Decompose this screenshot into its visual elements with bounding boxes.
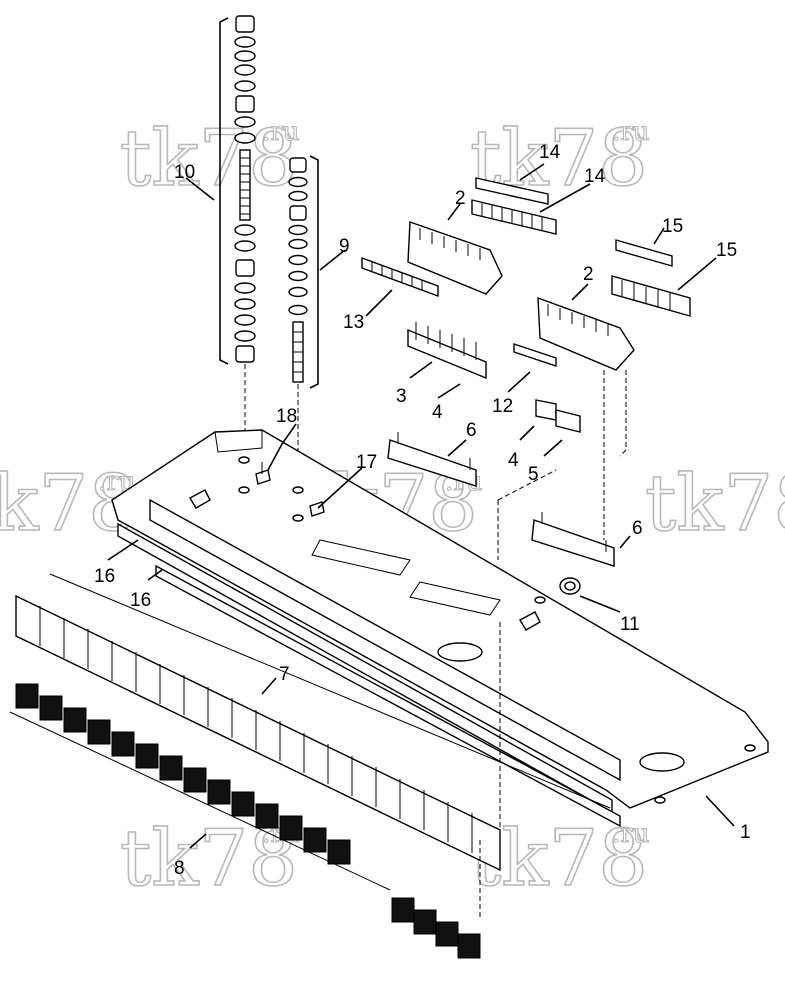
callout-2: 2 bbox=[583, 264, 594, 285]
clip-18 bbox=[255, 462, 271, 485]
callout-9: 9 bbox=[339, 236, 350, 257]
bracket-6-right bbox=[531, 512, 615, 567]
callout-4: 4 bbox=[508, 450, 519, 471]
callout-14: 14 bbox=[539, 142, 561, 163]
callout-1: 1 bbox=[740, 822, 751, 843]
callout-11: 11 bbox=[620, 614, 640, 635]
leader-lines bbox=[107, 163, 735, 849]
label-strip-14 bbox=[471, 177, 557, 235]
mounting-plate-1 bbox=[111, 429, 769, 809]
callout-10: 10 bbox=[174, 162, 195, 183]
callout-18: 18 bbox=[276, 406, 297, 427]
connector-block-2-right bbox=[537, 296, 635, 371]
callout-5: 5 bbox=[528, 464, 539, 485]
bolt-stack-9 bbox=[288, 155, 319, 510]
callout-8: 8 bbox=[174, 858, 185, 879]
relay-row-7 bbox=[15, 573, 611, 872]
watermark-text: tk78 bbox=[645, 459, 785, 549]
watermark-suffix: .ru bbox=[612, 117, 649, 147]
callout-7: 7 bbox=[279, 664, 290, 685]
watermark-text: tk78 bbox=[120, 114, 298, 204]
connector-3 bbox=[407, 322, 487, 380]
label-strip-13 bbox=[361, 256, 439, 298]
connector-block-2-left bbox=[407, 221, 503, 295]
bracket-6-left bbox=[387, 432, 477, 487]
callout-16: 16 bbox=[94, 566, 115, 587]
relay-group-8 bbox=[9, 370, 627, 959]
callout-13: 13 bbox=[343, 312, 364, 333]
label-strip-12 bbox=[513, 343, 557, 367]
grommet-11 bbox=[559, 577, 581, 595]
label-strip-16 bbox=[117, 522, 621, 828]
callout-15: 15 bbox=[716, 240, 737, 261]
callout-labels: 1 2 2 3 4 4 5 6 6 7 8 9 10 11 12 13 14 1… bbox=[94, 142, 751, 879]
callout-14: 14 bbox=[584, 166, 606, 187]
watermark-text: tk78 bbox=[470, 814, 648, 904]
callout-17: 17 bbox=[356, 452, 377, 473]
callout-4: 4 bbox=[432, 402, 443, 423]
connector-5 bbox=[535, 399, 581, 433]
bolt-stack-10 bbox=[219, 15, 256, 460]
callout-3: 3 bbox=[396, 386, 407, 407]
callout-2: 2 bbox=[455, 188, 466, 209]
callout-16: 16 bbox=[130, 590, 151, 611]
callout-15: 15 bbox=[662, 216, 683, 237]
callout-12: 12 bbox=[492, 396, 513, 417]
label-strip-15 bbox=[611, 239, 691, 317]
callout-6: 6 bbox=[632, 518, 643, 539]
callout-6: 6 bbox=[466, 420, 477, 441]
watermark-suffix: .ru bbox=[262, 117, 299, 147]
